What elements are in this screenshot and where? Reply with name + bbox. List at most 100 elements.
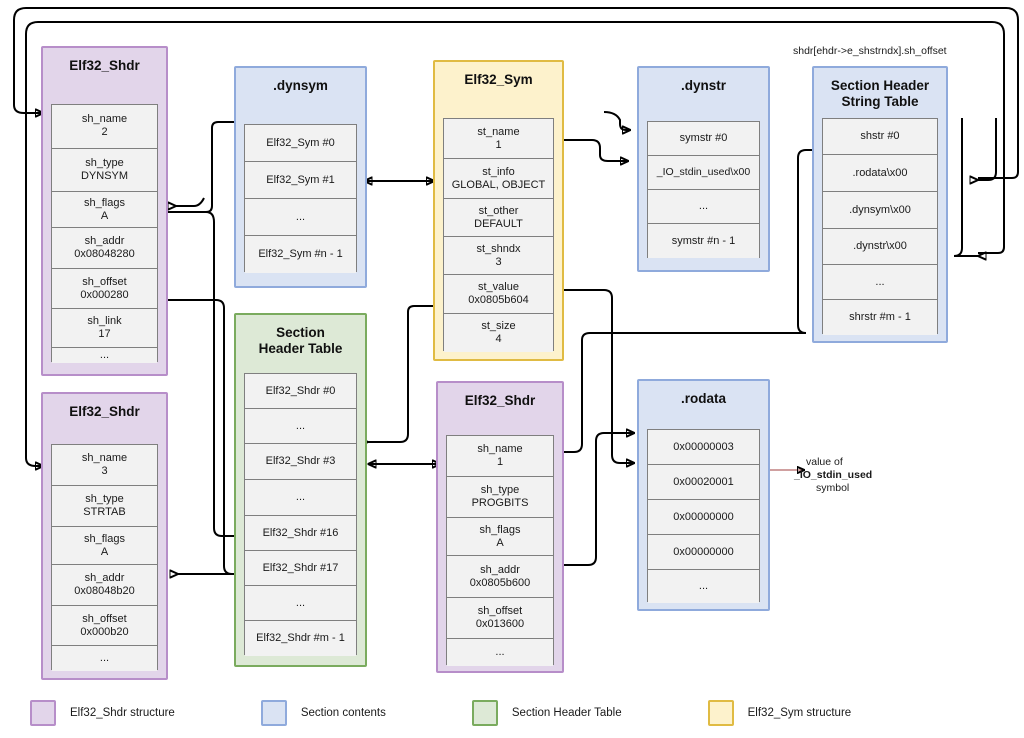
list-item: ...: [245, 409, 356, 444]
list-item: Elf32_Shdr #m - 1: [245, 621, 356, 656]
box-title-line1: Section Header: [830, 78, 930, 93]
rodata-value-annotation: value of _IO_stdin_used symbol: [794, 456, 936, 495]
field-st-size: st_size 4: [444, 314, 553, 352]
list-item: 0x00020001: [648, 465, 759, 500]
box-title-line1: Section: [276, 325, 325, 340]
elf32-sym-box: Elf32_Sym st_name 1 st_info GLOBAL, OBJE…: [433, 60, 564, 361]
list-item: shstr #0: [823, 119, 937, 155]
box-title: Elf32_Shdr: [69, 58, 140, 73]
list-item: shrstr #m - 1: [823, 300, 937, 335]
field-ellipsis: ...: [447, 639, 553, 666]
legend-item-section-contents: Section contents: [260, 700, 386, 726]
field-sh-flags: sh_flags A: [52, 192, 157, 228]
box-title: .dynsym: [273, 78, 328, 93]
field-sh-addr: sh_addr 0x08048b20: [52, 565, 157, 606]
legend-swatch-green: [471, 700, 498, 726]
elf32-shdr-dynstr-box: Elf32_Shdr sh_name 3 sh_type STRTAB sh_f…: [41, 392, 168, 680]
list-item: Elf32_Shdr #3: [245, 444, 356, 480]
legend: Elf32_Shdr structure Section contents Se…: [30, 700, 990, 726]
list-item: symstr #n - 1: [648, 224, 759, 258]
field-sh-type: sh_type STRTAB: [52, 486, 157, 527]
field-st-shndx: st_shndx 3: [444, 237, 553, 275]
box-title: Elf32_Sym: [464, 72, 533, 87]
list-item: .dynsym\x00: [823, 192, 937, 229]
field-sh-offset: sh_offset 0x000280: [52, 269, 157, 309]
field-sh-link: sh_link 17: [52, 309, 157, 348]
box-title: .rodata: [680, 391, 726, 406]
list-item: 0x00000000: [648, 535, 759, 570]
box-title: Section Header String Table: [814, 68, 946, 110]
legend-item-shdr: Elf32_Shdr structure: [30, 700, 175, 726]
field-st-other: st_other DEFAULT: [444, 199, 553, 237]
box-title-line2: String Table: [841, 94, 919, 109]
annotation-line-2: _IO_stdin_used: [794, 469, 873, 481]
legend-swatch-yellow: [707, 700, 734, 726]
list-item: ...: [823, 265, 937, 300]
shstrndx-offset-annotation: shdr[ehdr->e_shstrndx].sh_offset: [793, 45, 947, 57]
field-sh-type: sh_type DYNSYM: [52, 148, 157, 192]
field-sh-addr: sh_addr 0x08048280: [52, 228, 157, 269]
annotation-line-3: symbol: [816, 482, 850, 494]
field-sh-addr: sh_addr 0x0805b600: [447, 556, 553, 598]
section-header-string-table-box: Section Header String Table shstr #0 .ro…: [812, 66, 948, 343]
box-title: Section Header Table: [236, 315, 365, 357]
field-list: sh_name 2 sh_type DYNSYM sh_flags A sh_a…: [51, 104, 158, 363]
field-sh-name: sh_name 2: [52, 105, 157, 149]
legend-label: Section Header Table: [511, 707, 622, 719]
field-ellipsis: ...: [52, 348, 157, 363]
legend-swatch-blue: [260, 700, 287, 726]
box-title: Elf32_Shdr: [464, 393, 536, 408]
field-list: st_name 1 st_info GLOBAL, OBJECT st_othe…: [443, 118, 554, 352]
annotation-line-1: value of: [806, 456, 843, 468]
row-list: 0x00000003 0x00020001 0x00000000 0x00000…: [647, 429, 760, 603]
list-item: ...: [245, 586, 356, 621]
list-item: .dynstr\x00: [823, 229, 937, 265]
row-list: shstr #0 .rodata\x00 .dynsym\x00 .dynstr…: [822, 118, 938, 335]
legend-label: Elf32_Sym structure: [747, 707, 852, 719]
field-sh-offset: sh_offset 0x013600: [447, 598, 553, 639]
dynsym-section-box: .dynsym Elf32_Sym #0 Elf32_Sym #1 ... El…: [234, 66, 367, 288]
field-st-name: st_name 1: [444, 119, 553, 159]
field-sh-name: sh_name 1: [447, 436, 553, 477]
list-item: Elf32_Shdr #16: [245, 516, 356, 551]
box-title-line2: Header Table: [258, 341, 343, 356]
list-item: ...: [245, 199, 356, 236]
list-item: ...: [648, 570, 759, 603]
legend-label: Section contents: [300, 707, 386, 719]
field-sh-type: sh_type PROGBITS: [447, 477, 553, 518]
field-list: sh_name 3 sh_type STRTAB sh_flags A sh_a…: [51, 444, 158, 671]
field-sh-flags: sh_flags A: [52, 527, 157, 565]
legend-swatch-purple: [30, 700, 56, 726]
dynstr-section-box: .dynstr symstr #0 _IO_stdin_used\x00 ...…: [637, 66, 770, 272]
field-sh-flags: sh_flags A: [447, 518, 553, 556]
elf32-shdr-rodata-box: Elf32_Shdr sh_name 1 sh_type PROGBITS sh…: [436, 381, 564, 673]
legend-label: Elf32_Shdr structure: [70, 707, 175, 719]
list-item: 0x00000000: [648, 500, 759, 535]
row-list: symstr #0 _IO_stdin_used\x00 ... symstr …: [647, 121, 760, 258]
list-item: symstr #0: [648, 122, 759, 156]
field-st-value: st_value 0x0805b604: [444, 275, 553, 314]
list-item: .rodata\x00: [823, 155, 937, 192]
box-title: Elf32_Shdr: [69, 404, 140, 419]
list-item: Elf32_Sym #1: [245, 162, 356, 199]
row-list: Elf32_Sym #0 Elf32_Sym #1 ... Elf32_Sym …: [244, 124, 357, 273]
box-title: .dynstr: [680, 78, 726, 93]
elf32-shdr-dynsym-box: Elf32_Shdr sh_name 2 sh_type DYNSYM sh_f…: [41, 46, 168, 376]
list-item: 0x00000003: [648, 430, 759, 465]
field-sh-offset: sh_offset 0x000b20: [52, 606, 157, 646]
list-item: Elf32_Sym #n - 1: [245, 236, 356, 273]
legend-item-section-header-table: Section Header Table: [471, 700, 622, 726]
section-header-table-box: Section Header Table Elf32_Shdr #0 ... E…: [234, 313, 367, 667]
field-ellipsis: ...: [52, 646, 157, 671]
field-sh-name: sh_name 3: [52, 445, 157, 486]
list-item: _IO_stdin_used\x00: [648, 156, 759, 190]
list-item: Elf32_Shdr #0: [245, 374, 356, 409]
field-list: sh_name 1 sh_type PROGBITS sh_flags A sh…: [446, 435, 554, 666]
rodata-section-box: .rodata 0x00000003 0x00020001 0x00000000…: [637, 379, 770, 611]
legend-item-sym: Elf32_Sym structure: [707, 700, 852, 726]
list-item: Elf32_Shdr #17: [245, 551, 356, 586]
field-st-info: st_info GLOBAL, OBJECT: [444, 159, 553, 199]
list-item: ...: [245, 480, 356, 516]
list-item: Elf32_Sym #0: [245, 125, 356, 162]
